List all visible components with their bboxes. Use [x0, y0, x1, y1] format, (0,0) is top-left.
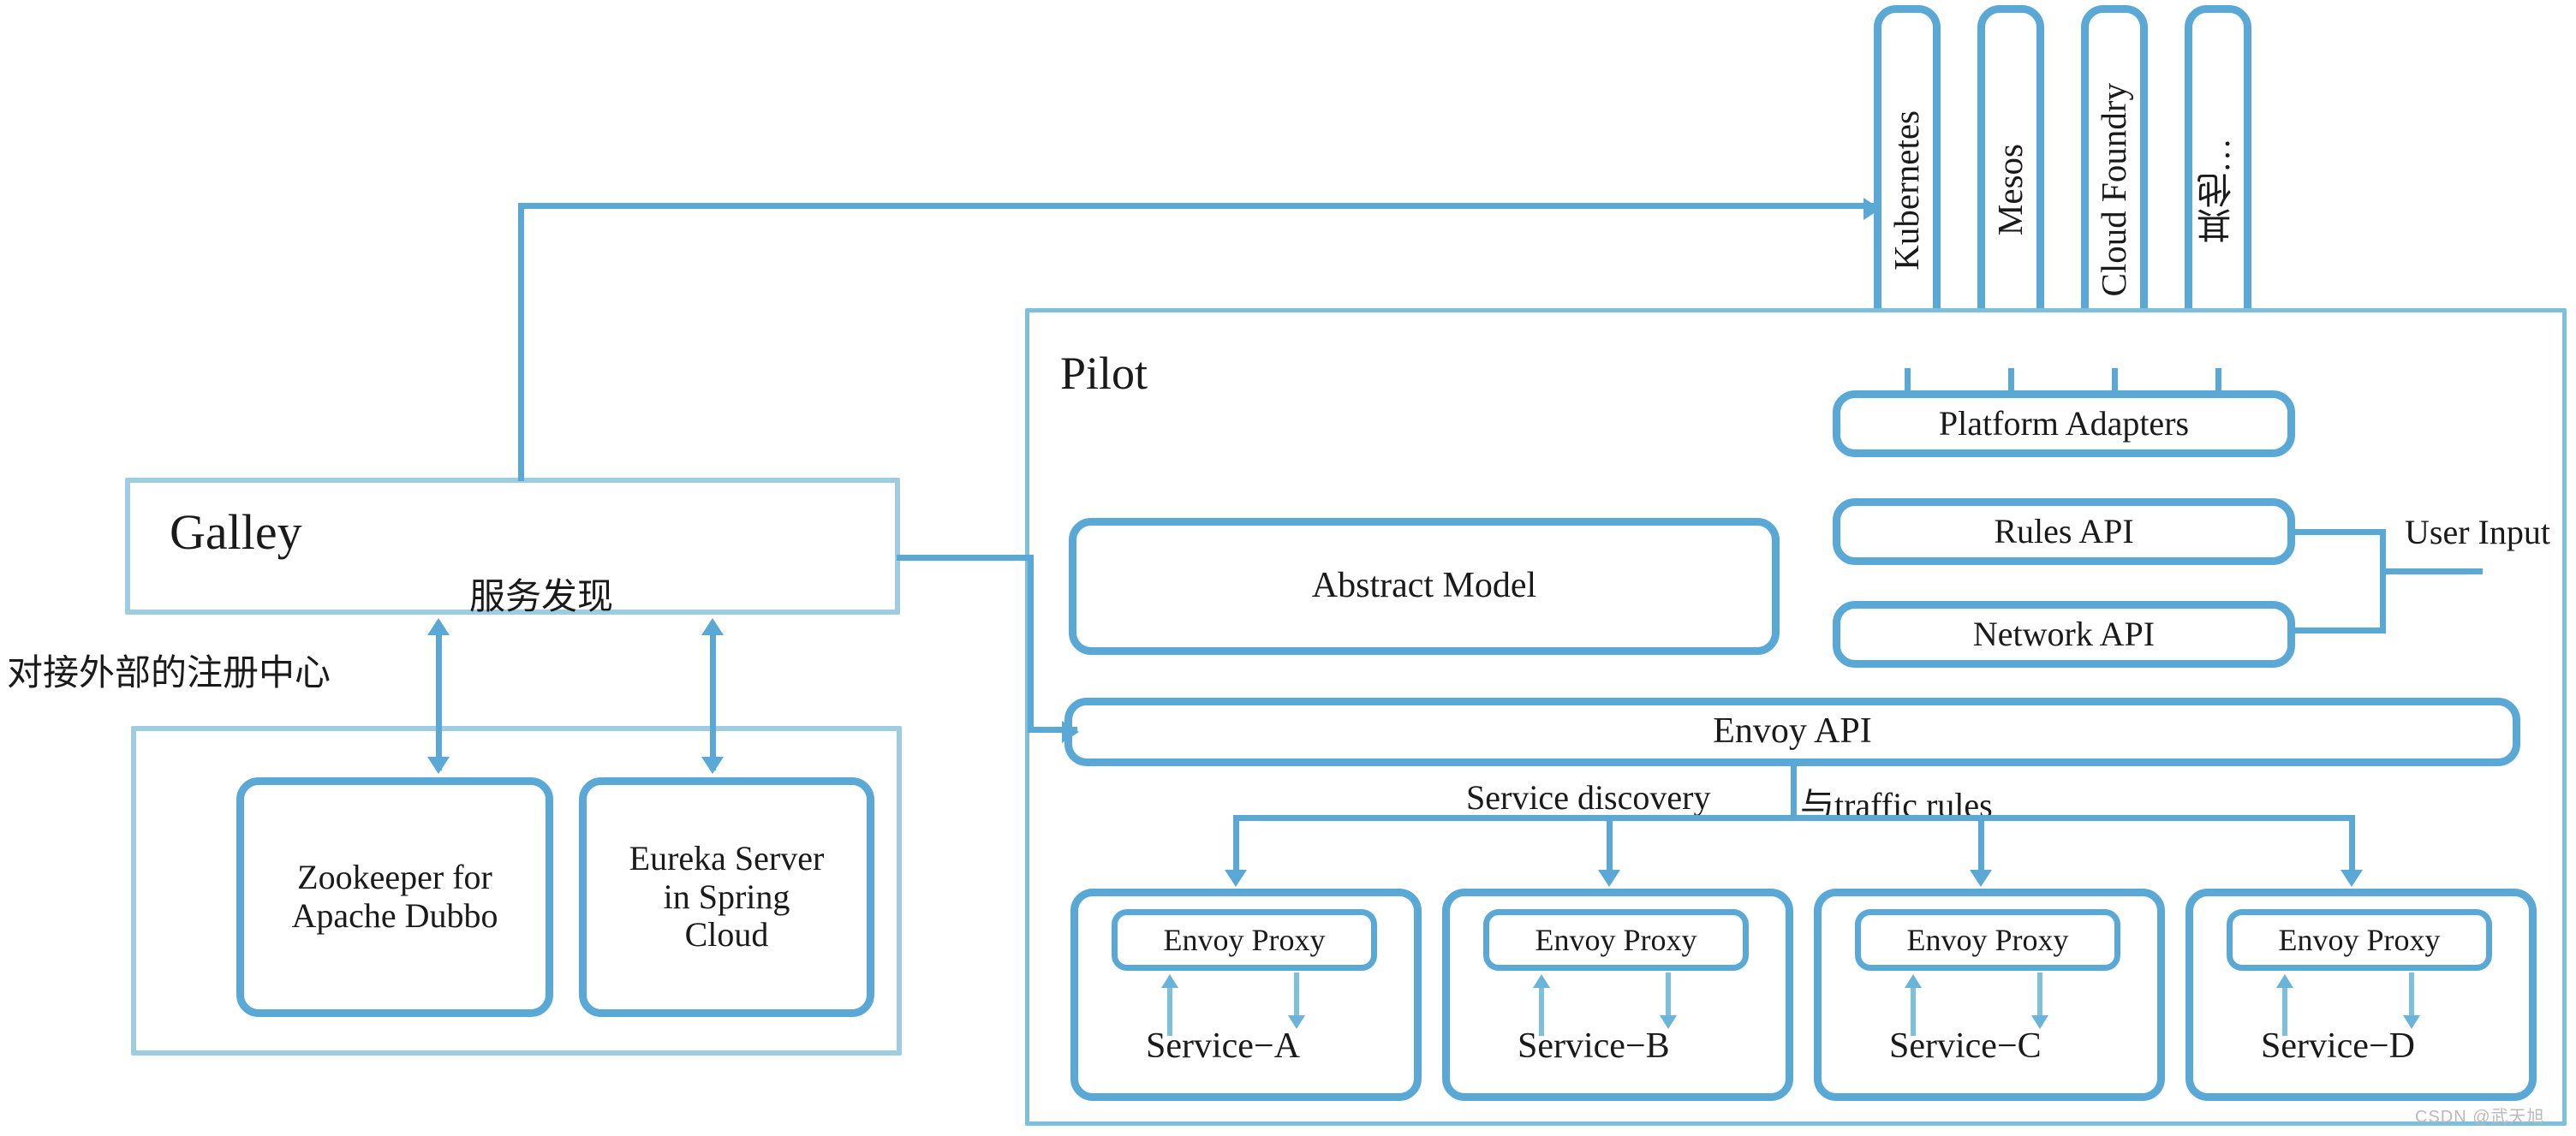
network-api-label: Network API [1972, 614, 2156, 653]
rules-api-label: Rules API [1994, 511, 2134, 550]
platform-label-cloud-foundry: Cloud Foundry [2094, 83, 2134, 297]
galley-to-envoy-drop [1028, 555, 1034, 733]
platform-adapter-stub-2 [2008, 368, 2014, 394]
platform-adapter-stub-3 [2112, 368, 2118, 394]
envoy-api-label: Envoy API [1713, 711, 1872, 752]
watermark: CSDN @武天旭 [2415, 1108, 2545, 1127]
registry-box-eureka[interactable]: Eureka Server in Spring Cloud [579, 777, 874, 1017]
galley-to-platform-riser [518, 203, 524, 481]
registry-box-zookeeper[interactable]: Zookeeper for Apache Dubbo [236, 777, 553, 1017]
platform-adapter-stub-4 [2215, 368, 2221, 394]
service-c-down-arrow [2031, 1015, 2048, 1029]
galley-eureka-arrow-up [701, 618, 724, 635]
user-input-connector-stub [2380, 568, 2483, 574]
galley-zookeeper-connector [436, 633, 442, 770]
service-b-up-line [1539, 986, 1544, 1036]
envoy-branch-arrow-a [1225, 870, 1247, 887]
galley-eureka-connector [710, 633, 716, 770]
user-input-connector-spine [2380, 529, 2386, 633]
envoy-proxy-box-c[interactable]: Envoy Proxy [1855, 909, 2120, 971]
service-d-up-arrow [2276, 974, 2293, 988]
envoy-proxy-box-a[interactable]: Envoy Proxy [1112, 909, 1377, 971]
envoy-branch-drop-c [1978, 815, 1984, 873]
envoy-branch-drop-a [1233, 815, 1239, 873]
user-input-label: User Input [2405, 513, 2550, 551]
external-registry-note: 对接外部的注册中心 [7, 651, 331, 693]
platform-adapters-label: Platform Adapters [1938, 403, 2190, 443]
galley-to-envoy-run1 [897, 555, 1034, 561]
envoy-api-box[interactable]: Envoy API [1064, 698, 2520, 766]
service-a-down-line [1294, 972, 1299, 1017]
platform-adapter-stub-1 [1905, 368, 1911, 394]
galley-to-platform-arrow [1863, 198, 1881, 220]
envoy-branch-spine [1791, 764, 1797, 820]
platform-label-kubernetes: Kubernetes [1887, 110, 1927, 271]
envoy-branch-arrow-d [2340, 870, 2363, 887]
service-b-down-line [1666, 972, 1671, 1017]
envoy-branch-arrow-c [1970, 870, 1992, 887]
envoy-proxy-label-a: Envoy Proxy [1163, 922, 1326, 957]
envoy-branch-drop-d [2349, 815, 2355, 873]
galley-to-envoy-run2 [1028, 727, 1077, 733]
galley-zookeeper-arrow-up [427, 618, 450, 635]
galley-service-discovery-label: 服务发现 [469, 575, 614, 617]
service-c-up-line [1911, 986, 1916, 1036]
service-c-up-arrow [1905, 974, 1922, 988]
envoy-proxy-label-b: Envoy Proxy [1535, 922, 1697, 957]
service-b-up-arrow [1533, 974, 1550, 988]
platform-label-other: 其他… [2197, 137, 2238, 243]
platform-adapters-box[interactable]: Platform Adapters [1833, 390, 2295, 457]
service-c-down-line [2037, 972, 2042, 1017]
service-b-down-arrow [1660, 1015, 1677, 1029]
galley-box [125, 478, 900, 615]
envoy-proxy-label-c: Envoy Proxy [1906, 922, 2069, 957]
service-a-down-arrow [1288, 1015, 1305, 1029]
envoy-proxy-box-b[interactable]: Envoy Proxy [1483, 909, 1749, 971]
galley-to-envoy-arrow [1062, 721, 1079, 743]
flow-label-service-discovery: Service discovery [1466, 778, 1711, 817]
service-d-down-arrow [2403, 1015, 2420, 1029]
galley-eureka-arrow-down [701, 757, 724, 774]
pilot-title: Pilot [1060, 348, 1148, 399]
registry-label-zookeeper: Zookeeper for Apache Dubbo [291, 858, 498, 935]
abstract-model-box[interactable]: Abstract Model [1069, 518, 1780, 655]
envoy-proxy-label-d: Envoy Proxy [2278, 922, 2441, 957]
registry-label-eureka: Eureka Server in Spring Cloud [629, 838, 825, 955]
service-d-up-line [2282, 986, 2287, 1036]
galley-to-platform-run [518, 203, 1880, 209]
service-a-up-arrow [1161, 974, 1178, 988]
galley-zookeeper-arrow-down [427, 757, 450, 774]
envoy-branch-drop-b [1607, 815, 1613, 873]
service-d-down-line [2409, 972, 2414, 1017]
user-input-connector-top [2292, 529, 2386, 535]
envoy-branch-arrow-b [1598, 870, 1620, 887]
platform-label-mesos: Mesos [1990, 144, 2030, 236]
abstract-model-label: Abstract Model [1311, 566, 1537, 606]
network-api-box[interactable]: Network API [1833, 601, 2295, 668]
envoy-proxy-box-d[interactable]: Envoy Proxy [2227, 909, 2492, 971]
user-input-connector-bottom [2292, 627, 2386, 633]
envoy-branch-bus [1233, 815, 2355, 821]
rules-api-box[interactable]: Rules API [1833, 498, 2295, 565]
galley-title: Galley [170, 504, 302, 560]
service-a-up-line [1167, 986, 1172, 1036]
